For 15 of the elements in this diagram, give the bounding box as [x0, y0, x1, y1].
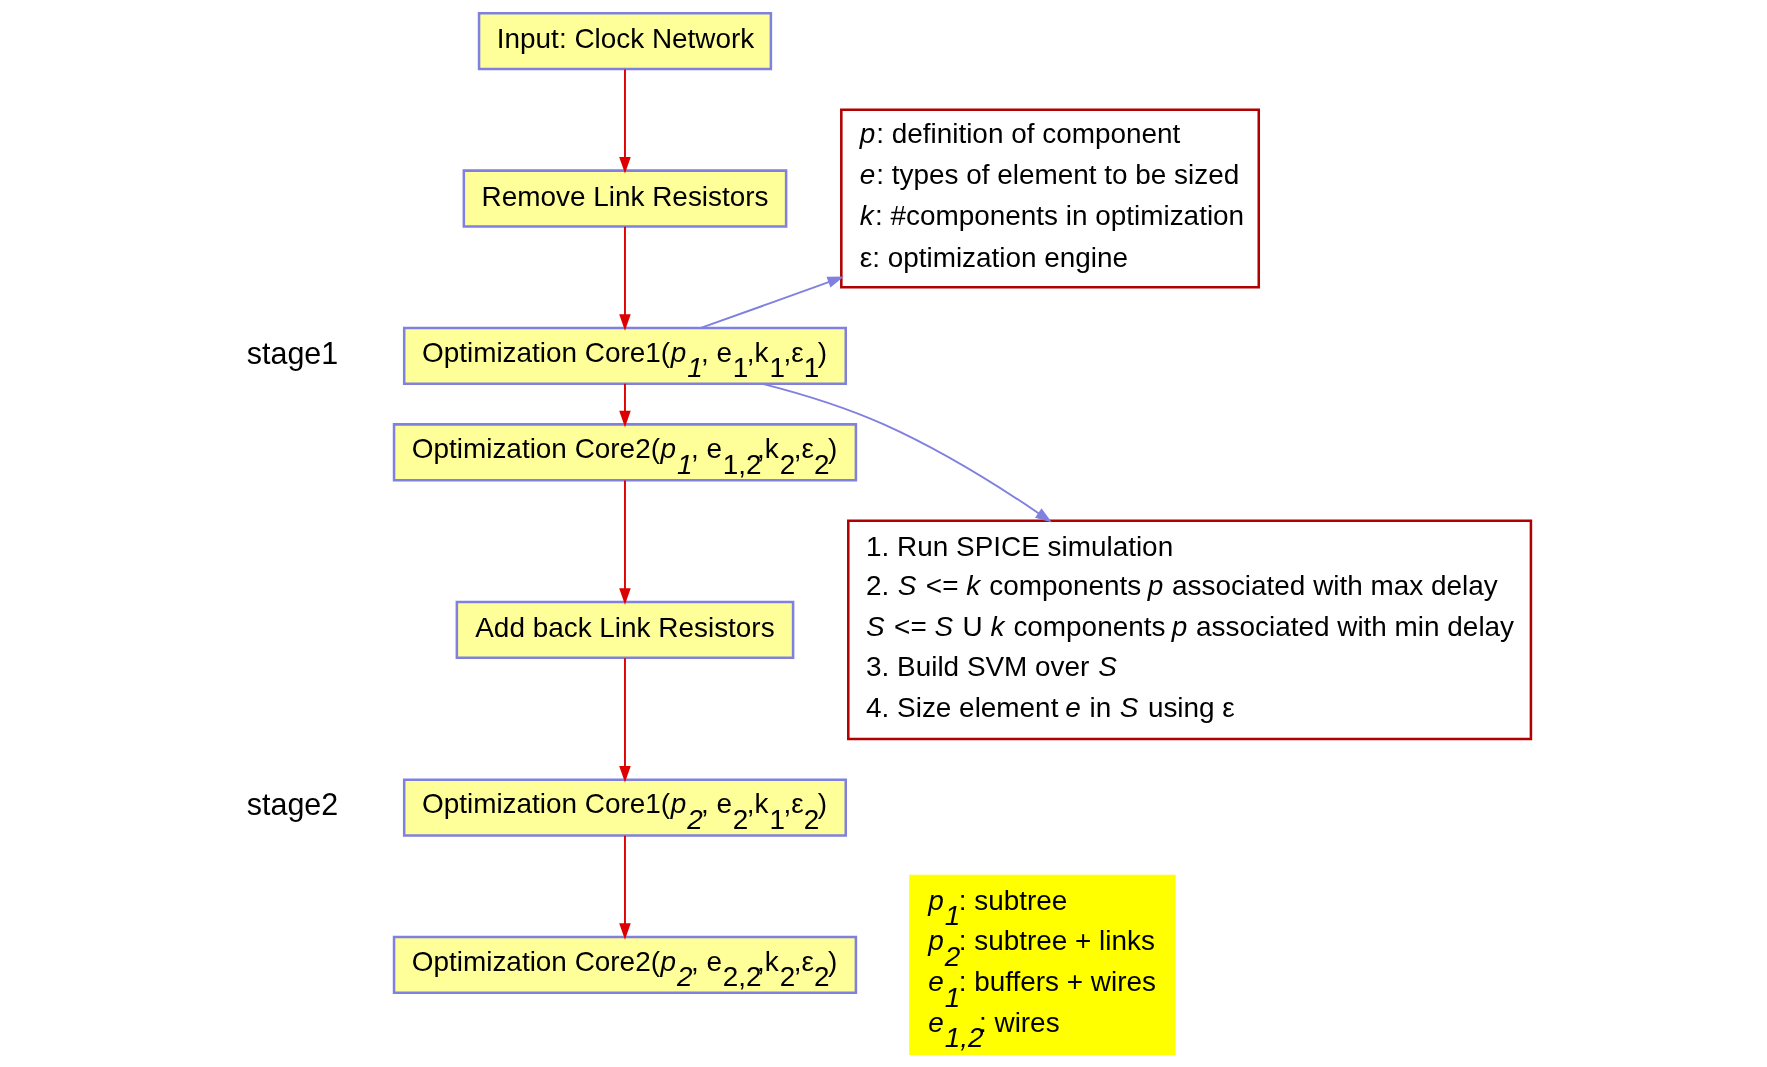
node-box: 1. Run SPICE simulation 2. S <= k components p associated with max delay S <= S U k components p associated with min delay 3. Build SVM over S 4. Size element e in S using ε: [847, 519, 1533, 741]
arrow: [700, 276, 844, 329]
node-box: Input: Clock Network: [477, 12, 773, 71]
label: stage2: [246, 787, 339, 822]
arrow: [619, 225, 631, 331]
arrow: [619, 479, 631, 605]
node-box: Remove Link Resistors: [462, 169, 788, 228]
node-box: p: definition of component e: types of element to be sized k: #components in optimization ε: optimization engine: [840, 108, 1261, 289]
node-box: Add back Link Resistors: [455, 600, 795, 660]
arrow: [619, 68, 631, 174]
arrow: [619, 657, 631, 783]
arrow: [619, 834, 631, 940]
label: stage1: [246, 335, 339, 370]
arrow: [761, 382, 1052, 523]
arrow: [619, 382, 631, 428]
